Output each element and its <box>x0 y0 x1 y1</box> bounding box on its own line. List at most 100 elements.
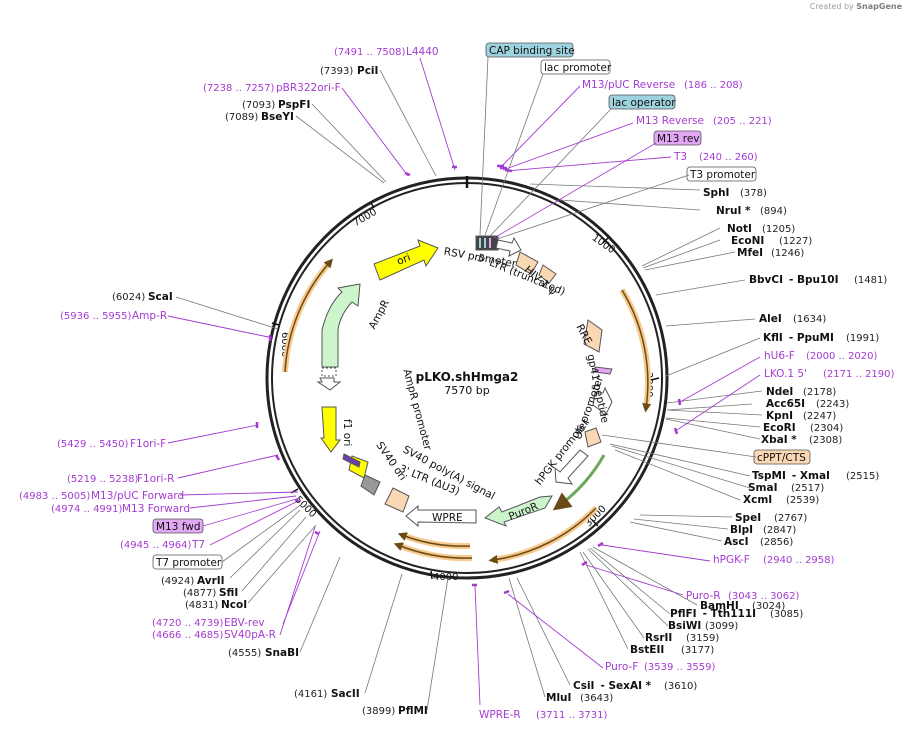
primer-name: Puro-F <box>605 661 638 673</box>
primer-range: (240 .. 260) <box>699 152 758 163</box>
primer-name: EBV-rev <box>224 617 265 629</box>
site-label: PflMI <box>398 705 428 717</box>
plasmid-name: pLKO.shHmga2 <box>416 370 519 384</box>
site-label: CsiI- SexAI * <box>573 680 652 692</box>
credit-prefix: Created by <box>809 2 854 11</box>
site-pos: (7093) <box>242 100 275 111</box>
primer-name: hU6-F <box>764 350 795 362</box>
site-leaders <box>175 69 763 711</box>
site-labels-right: SphI (378) NruI * (894) NotI (1205) EcoN… <box>546 187 887 704</box>
site-pos: (3024) <box>752 601 785 612</box>
site-label: PspFI <box>278 99 310 111</box>
m13-fwd-label: M13 fwd <box>156 521 201 533</box>
primer-name: M13/pUC Forward <box>91 490 184 502</box>
site-label: XcmI <box>743 494 772 506</box>
site-pos: (6024) <box>112 292 145 303</box>
primer-range: (4666 .. 4685) <box>152 630 224 641</box>
lac-operator-box <box>608 94 676 110</box>
tick-label: 1000 <box>590 232 617 256</box>
primer-range: (4720 .. 4739) <box>152 618 224 629</box>
gp41-shape <box>594 366 613 375</box>
site-pos: (1246) <box>771 248 804 259</box>
site-pos: (2767) <box>774 513 807 524</box>
site-pos: (2243) <box>816 399 849 410</box>
site-pos: (3643) <box>580 693 613 704</box>
f1ori-arrow <box>320 406 341 453</box>
site-label: SnaBI <box>265 647 299 659</box>
ampr-arrow <box>321 283 361 368</box>
site-label: AleI <box>759 313 782 325</box>
primer-name: Puro-R <box>686 590 721 602</box>
site-label: SfiI <box>219 587 238 599</box>
orf-arcs <box>282 258 652 564</box>
site-label: BsiWI <box>668 620 701 632</box>
primer-name: hPGK-F <box>713 554 750 566</box>
site-label: KflI- PpuMI <box>763 332 834 344</box>
primer-range: (4945 .. 4964) <box>120 540 192 551</box>
site-pos: (1634) <box>793 314 826 325</box>
lac-promoter-label: lac promoter <box>544 62 612 74</box>
site-label: SacII <box>331 688 360 700</box>
site-pos: (3610) <box>664 681 697 692</box>
u6-arrow <box>592 386 613 417</box>
primer-name: Amp-R <box>132 310 167 322</box>
primer-range: (4983 .. 5005) <box>19 491 91 502</box>
ltr3-shape <box>384 487 410 513</box>
lac-promoter-box <box>540 59 611 75</box>
site-label: PciI <box>357 65 378 77</box>
primer-name: T7 <box>191 539 205 551</box>
site-pos: (2178) <box>803 387 836 398</box>
feature-label: AmpR <box>367 298 392 331</box>
primer-name: WPRE-R <box>479 709 521 721</box>
primer-name: LKO.1 5' <box>764 368 807 380</box>
primer-ticks <box>255 164 682 595</box>
site-pos: (1227) <box>779 236 812 247</box>
site-pos: (2308) <box>809 435 842 446</box>
site-label: NcoI <box>221 599 247 611</box>
site-pos: (894) <box>760 206 787 217</box>
t3-promoter-box <box>686 166 757 182</box>
tick-label: 4000 <box>433 572 458 583</box>
site-label: BamHI <box>700 600 739 612</box>
sv40-marker <box>342 453 361 468</box>
lac-operator-label: lac operator <box>612 97 676 109</box>
site-pos: (3899) <box>362 706 395 717</box>
t7-promoter-label: T7 promoter <box>155 557 222 569</box>
site-label: EcoRI <box>763 422 796 434</box>
site-pos: (7393) <box>320 66 353 77</box>
primer-range: (5429 .. 5450) <box>57 439 129 450</box>
primer-name: M13/pUC Reverse <box>582 79 675 91</box>
site-pos: (4831) <box>185 600 218 611</box>
site-label: TspMI- XmaI <box>752 470 830 482</box>
site-label: ScaI <box>148 291 173 303</box>
u6-box <box>584 427 602 448</box>
site-label: SphI <box>703 187 729 199</box>
tick-label: 7000 <box>351 207 379 229</box>
sv40pa-shape <box>360 474 381 496</box>
site-pos: (2247) <box>803 411 836 422</box>
site-label: RsrII <box>645 632 672 644</box>
cap-box <box>485 42 574 58</box>
ori-arrow <box>373 239 439 281</box>
primer-range: (5936 .. 5955) <box>60 311 132 322</box>
feature-label: f1 ori <box>341 419 353 446</box>
site-label: SmaI <box>748 482 778 494</box>
site-label: NotI <box>727 223 752 235</box>
plasmid-length: 7570 bp <box>444 384 489 397</box>
site-label: MfeI <box>737 247 763 259</box>
primer-leaders <box>167 57 761 706</box>
site-label: NdeI <box>766 386 793 398</box>
primer-name: M13 Forward <box>122 503 190 515</box>
site-label: PflFI- Tth111I <box>670 608 756 620</box>
site-label: KpnI <box>766 410 793 422</box>
site-pos: (4555) <box>228 648 261 659</box>
m13-rev-box <box>653 130 702 146</box>
site-pos: (378) <box>740 188 767 199</box>
site-label: EcoNI <box>731 235 764 247</box>
primer-range: (5219 .. 5238) <box>67 474 139 485</box>
rre-shape <box>583 319 603 353</box>
primer-range: (2940 .. 2958) <box>763 555 835 566</box>
primer-range: (7491 .. 7508) <box>334 47 406 58</box>
primer-range: (2000 .. 2020) <box>806 351 878 362</box>
